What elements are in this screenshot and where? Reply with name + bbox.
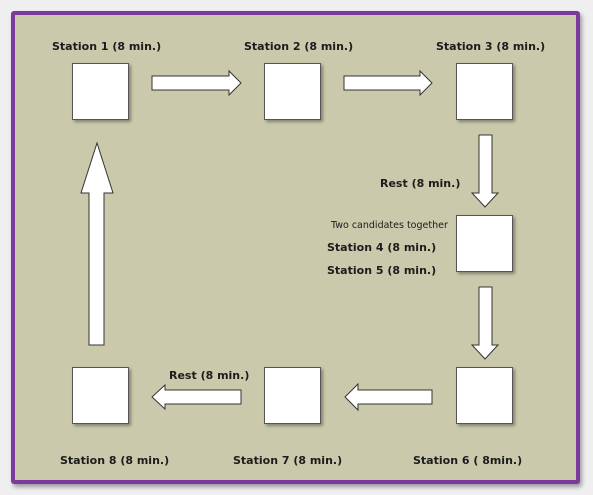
station-8-label: Station 8 (8 min.)	[60, 454, 170, 467]
arrow-right-2	[343, 69, 433, 97]
station-7-label: Station 7 (8 min.)	[233, 454, 343, 467]
arrow-down-1	[470, 134, 500, 208]
arrow-up-1	[80, 141, 114, 346]
arrow-down-2	[470, 286, 500, 360]
rest-label-right: Rest (8 min.)	[380, 177, 461, 190]
station-5-label: Station 5 (8 min.)	[327, 264, 437, 277]
station-1-box	[72, 63, 129, 120]
station-4-5-box	[456, 215, 513, 272]
arrow-left-1	[344, 382, 433, 412]
station-4-label: Station 4 (8 min.)	[327, 241, 437, 254]
station-8-box	[72, 367, 129, 424]
arrow-left-2	[151, 383, 242, 411]
station-3-box	[456, 63, 513, 120]
together-note: Two candidates together	[331, 220, 448, 231]
station-2-label: Station 2 (8 min.)	[244, 40, 354, 53]
station-7-box	[264, 367, 321, 424]
station-1-label: Station 1 (8 min.)	[52, 40, 162, 53]
station-6-box	[456, 367, 513, 424]
station-3-label: Station 3 (8 min.)	[436, 40, 546, 53]
rest-label-bottom: Rest (8 min.)	[169, 369, 250, 382]
arrow-right-1	[151, 69, 242, 97]
station-6-label: Station 6 ( 8min.)	[413, 454, 523, 467]
station-2-box	[264, 63, 321, 120]
